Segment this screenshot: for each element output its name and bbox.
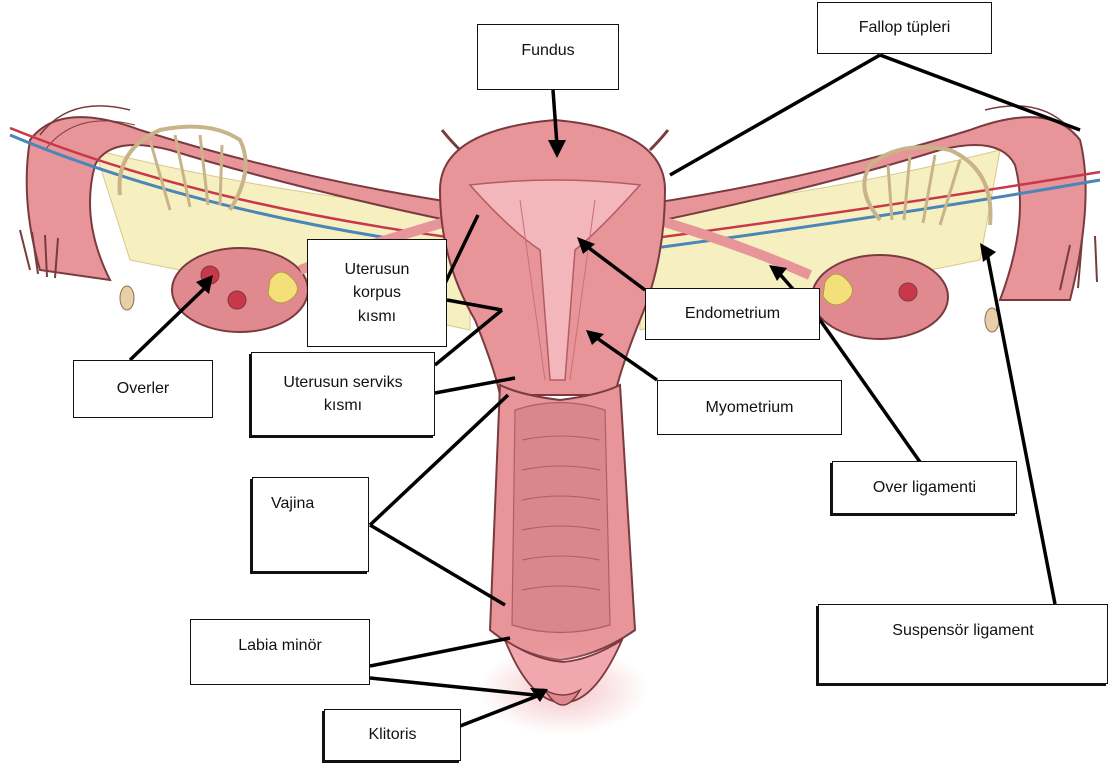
label-korpus-line3: kısmı [358, 305, 396, 328]
label-serviks-line2: kısmı [324, 394, 362, 417]
label-suspensor-text: Suspensör ligament [892, 619, 1033, 642]
leader-fallop-2 [880, 55, 1080, 130]
label-fundus: Fundus [477, 24, 619, 90]
label-vajina-text: Vajina [271, 492, 314, 515]
leader-suspensor [987, 253, 1055, 604]
label-overler-text: Overler [117, 377, 169, 400]
label-fallop-text: Fallop tüpleri [859, 16, 951, 39]
leader-fallop-1 [670, 55, 880, 175]
label-overler: Overler [73, 360, 213, 418]
label-uterusun-serviks: Uterusun serviks kısmı [251, 352, 435, 436]
label-fallop-tupleri: Fallop tüpleri [817, 2, 992, 54]
vaginal-canal [512, 403, 610, 633]
label-klitoris: Klitoris [324, 709, 461, 761]
label-myometrium-text: Myometrium [705, 396, 793, 419]
label-labia-minor: Labia minör [190, 619, 370, 685]
label-fundus-text: Fundus [521, 39, 574, 62]
label-labia-minor-text: Labia minör [238, 634, 322, 657]
label-myometrium: Myometrium [657, 380, 842, 435]
label-korpus-line2: korpus [353, 281, 401, 304]
label-uterusun-korpus: Uterusun korpus kısmı [307, 239, 447, 347]
label-over-ligamenti-text: Over ligamenti [873, 476, 976, 499]
label-over-ligamenti: Over ligamenti [832, 461, 1017, 514]
label-endometrium: Endometrium [645, 288, 820, 340]
label-vajina: Vajina [252, 477, 369, 572]
label-korpus-line1: Uterusun [345, 258, 410, 281]
leader-labia [370, 638, 510, 666]
label-endometrium-text: Endometrium [685, 302, 780, 325]
label-klitoris-text: Klitoris [368, 723, 416, 746]
label-suspensor-ligament: Suspensör ligament [818, 604, 1108, 684]
label-serviks-line1: Uterusun serviks [283, 371, 402, 394]
leader-vajina-2 [370, 525, 505, 605]
